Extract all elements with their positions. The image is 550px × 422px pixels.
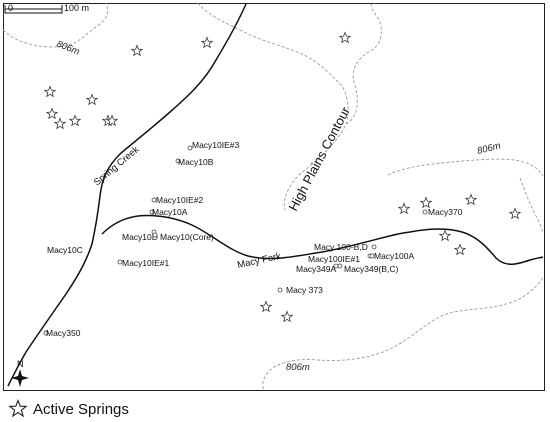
active-springs-layer: [43, 31, 522, 323]
well-point-icon: [175, 158, 181, 164]
spring-star-icon: [85, 93, 99, 106]
well-label: Macy10IE#3: [192, 140, 240, 150]
spring-star-icon: [397, 202, 411, 215]
spring-star-icon: [419, 196, 433, 209]
legend-label: Active Springs: [33, 400, 129, 418]
river-macy-fork: [101, 214, 544, 265]
map-canvas: 0 100 m 806m 806m 806m Spring Creek Macy…: [2, 2, 544, 391]
well-point-icon: [152, 232, 158, 238]
contour-label-east: 806m: [476, 140, 502, 156]
contour-line-south: [262, 277, 544, 391]
scale-bar-end-label: 100 m: [64, 3, 89, 13]
spring-star-icon: [105, 114, 119, 127]
well-point-icon: [43, 330, 49, 336]
well-point-icon: [337, 263, 343, 269]
north-arrow: N: [11, 359, 29, 387]
well-point-icon: [371, 244, 377, 250]
spring-star-icon: [45, 107, 59, 120]
well-label: Macy10(Core): [160, 232, 214, 242]
spring-star-icon: [259, 300, 273, 313]
contour-label-south: 806m: [286, 362, 310, 373]
well-point-icon: [277, 287, 283, 293]
contour-line-east-lobe: [519, 177, 544, 233]
well-label: Macy10IE#1: [122, 258, 170, 268]
spring-star-icon: [130, 44, 144, 57]
well-point-icon: [369, 253, 375, 259]
well-point-icon: [149, 209, 155, 215]
river-label-spring-creek: Spring Creek: [92, 144, 142, 188]
contour-line-high-plains-inner: [345, 2, 382, 125]
well-label: Macy100IE#1: [308, 254, 360, 264]
well-point-icon: [422, 209, 428, 215]
well-label: Macy10IE#2: [156, 195, 204, 205]
scale-bar-start-label: 0: [8, 3, 13, 13]
well-label: Macy370: [428, 207, 463, 217]
spring-star-icon: [68, 114, 82, 127]
contour-line-high-plains: [197, 2, 349, 211]
spring-star-icon: [200, 36, 214, 49]
contour-line-east: [387, 158, 544, 177]
spring-star-icon: [280, 310, 294, 323]
river-spring-creek: [7, 3, 247, 387]
well-label: Macy 100-B,D: [314, 242, 368, 252]
spring-star-icon: [464, 193, 478, 206]
well-label: Macy10A: [152, 207, 188, 217]
well-label: Macy10D: [122, 232, 158, 242]
spring-star-icon: [508, 207, 522, 220]
well-label: Macy10C: [47, 245, 83, 255]
spring-star-icon: [338, 31, 352, 44]
high-plains-contour-label: High Plains Contour: [285, 104, 353, 214]
legend: Active Springs: [8, 399, 129, 419]
spring-star-icon: [43, 85, 57, 98]
contour-line-top-left: [2, 2, 109, 48]
scale-bar: 0 100 m: [4, 3, 89, 14]
spring-star-icon: [438, 229, 452, 242]
well-label: Macy100A: [374, 251, 414, 261]
well-point-icon: [187, 145, 193, 151]
well-label: Macy350: [46, 328, 81, 338]
well-point-icon: [117, 259, 123, 265]
north-arrow-label: N: [17, 359, 24, 369]
well-label: Macy 373: [286, 285, 323, 295]
well-point-icon: [151, 197, 157, 203]
map-frame: [3, 3, 545, 391]
well-label: Macy349(B,C): [344, 264, 398, 274]
spring-star-icon: [53, 117, 67, 130]
contour-label-top-left: 806m: [55, 39, 81, 58]
well-label: Macy10B: [178, 157, 214, 167]
star-outline-icon: [8, 399, 28, 418]
spring-star-icon: [453, 243, 467, 256]
well-label: Macy349A: [296, 264, 336, 274]
